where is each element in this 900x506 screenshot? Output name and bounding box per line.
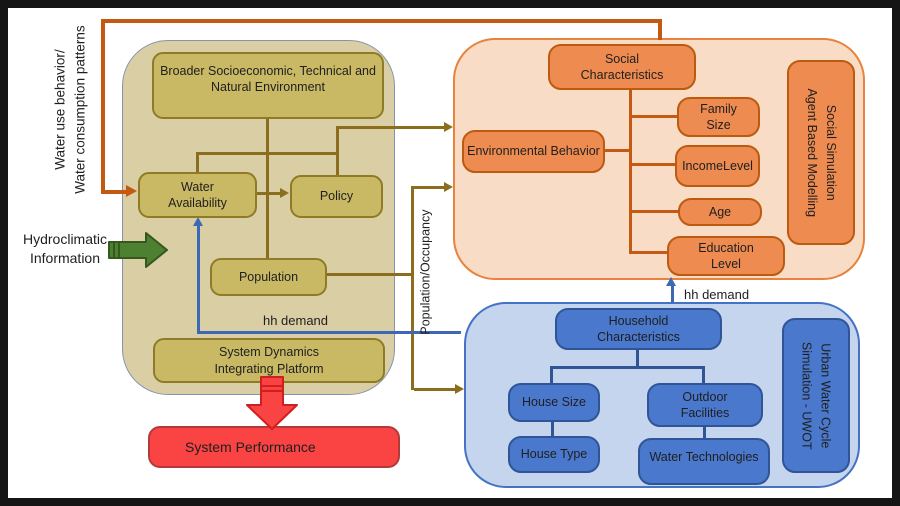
connector-age: [632, 210, 678, 213]
arrowhead-hh-demand-up: [666, 277, 676, 286]
node-social-characteristics: Social Characteristics: [548, 44, 696, 90]
node-outdoor-facilities: Outdoor Facilities: [647, 383, 763, 427]
node-policy: Policy: [290, 175, 383, 218]
node-family-size: Family Size: [677, 97, 760, 137]
connector-social-stem: [629, 90, 632, 254]
node-population: Population: [210, 258, 327, 296]
node-broader-environment: Broader Socioeconomic, Technical and Nat…: [152, 52, 384, 119]
population-occupancy-text: Population/Occupancy: [418, 209, 433, 335]
water-use-behavior-label: Water use behavior/ Water consumption pa…: [15, 25, 125, 195]
system-performance-arrow: [246, 376, 298, 430]
connector-policy-riser: [336, 126, 339, 175]
connector-education: [629, 251, 667, 254]
node-water-availability: Water Availability: [138, 172, 257, 218]
hydroclimatic-label: Hydroclimatic Information: [22, 231, 107, 266]
social-simulation-text: Social Simulation Agent Based Modelling: [805, 88, 838, 217]
node-system-performance: System Performance: [148, 426, 400, 468]
connector-horizontal-bus: [196, 152, 339, 155]
connector-income-level: [632, 163, 675, 166]
connector-population-out: [327, 273, 411, 276]
connector-drop-outdoor: [702, 366, 705, 385]
connector-water-tech: [703, 427, 706, 440]
connector-env-behavior: [605, 149, 629, 152]
connector-to-social-top: [339, 126, 446, 129]
arrowhead-into-water-availability: [193, 217, 203, 226]
arrowhead-to-household: [455, 384, 464, 394]
hh-demand-left-label: hh demand: [262, 313, 329, 328]
node-income-level: IncomeLevel: [675, 145, 760, 187]
connector-population-trunk: [411, 186, 414, 390]
uwot-text: Urban Water Cycle Simulation - UWOT: [800, 341, 833, 450]
water-use-behavior-text: Water use behavior/ Water consumption pa…: [52, 25, 88, 195]
node-age: Age: [678, 198, 762, 226]
arrowhead-wa-policy: [280, 188, 289, 198]
connector-hh-demand-riser: [197, 222, 200, 333]
arrowhead-feedline-wa: [126, 185, 137, 197]
node-house-size: House Size: [508, 383, 600, 422]
node-household-characteristics: Household Characteristics: [555, 308, 722, 350]
connector-wa-policy: [257, 192, 282, 195]
hydroclimatic-arrow: [108, 232, 168, 268]
connector-hh-demand-return: [197, 331, 461, 334]
connector-broader-stem: [266, 119, 269, 258]
hh-demand-right-label: hh demand: [684, 287, 750, 302]
feedline-drop-social: [658, 19, 662, 40]
feedline-vertical-left: [101, 19, 105, 194]
connector-to-household: [414, 388, 456, 391]
node-environmental-behavior: Environmental Behavior: [462, 130, 605, 173]
node-house-type: House Type: [508, 436, 600, 473]
connector-house-type: [551, 422, 554, 438]
node-education-level: Education Level: [667, 236, 785, 276]
feedline-horizontal-top: [101, 19, 662, 23]
node-water-technologies: Water Technologies: [638, 438, 770, 485]
connector-hh-demand-up: [671, 286, 674, 303]
label-urban-water-cycle-uwot: Urban Water Cycle Simulation - UWOT: [782, 318, 850, 473]
connector-household-stem: [636, 350, 639, 368]
feedline-into-wa: [103, 190, 128, 194]
node-system-dynamics-platform: System Dynamics Integrating Platform: [153, 338, 385, 383]
connector-household-bus: [550, 366, 705, 369]
arrowhead-to-social-top: [444, 122, 453, 132]
label-social-simulation-abm: Social Simulation Agent Based Modelling: [787, 60, 855, 245]
population-occupancy-label: Population/Occupancy: [366, 209, 486, 335]
arrowhead-to-social-lower: [444, 182, 453, 192]
connector-to-social-lower: [414, 186, 445, 189]
connector-family-size: [632, 115, 677, 118]
connector-drop-water-availability: [196, 152, 199, 172]
connector-drop-house-size: [550, 366, 553, 385]
